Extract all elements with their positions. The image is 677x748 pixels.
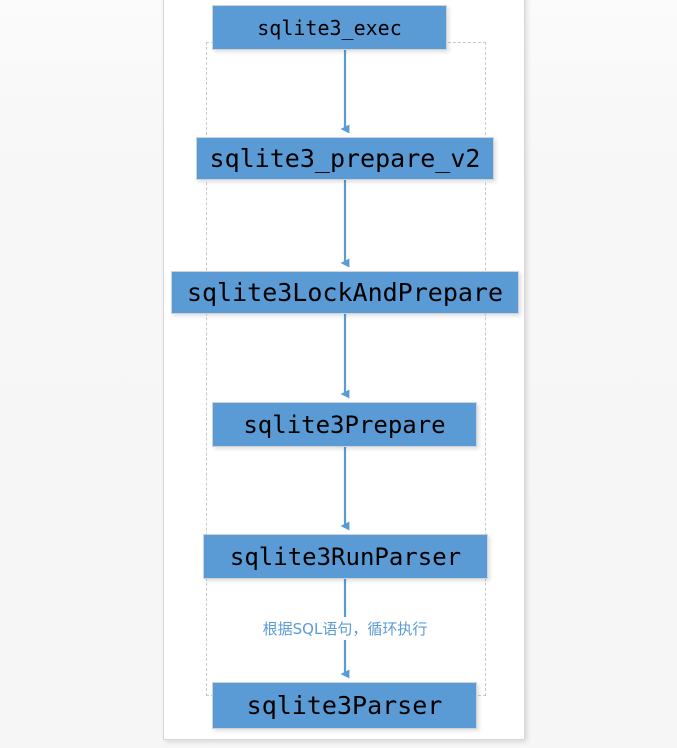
diagram-canvas[interactable]: sqlite3_exec sqlite3_prepare_v2 sqlite3L… bbox=[163, 0, 525, 740]
node-sqlite3-prepare[interactable]: sqlite3Prepare bbox=[212, 402, 477, 447]
flowchart: sqlite3_exec sqlite3_prepare_v2 sqlite3L… bbox=[164, 0, 524, 739]
node-label: sqlite3RunParser bbox=[229, 542, 462, 571]
node-label: sqlite3_prepare_v2 bbox=[209, 144, 481, 173]
node-sqlite3-lock-and-prepare[interactable]: sqlite3LockAndPrepare bbox=[171, 271, 519, 314]
node-label: sqlite3Prepare bbox=[243, 410, 446, 439]
edge-label-loop: 根据SQL语句，循环执行 bbox=[220, 617, 470, 640]
node-label: sqlite3LockAndPrepare bbox=[186, 278, 504, 307]
node-label: sqlite3_exec bbox=[257, 15, 402, 40]
node-label: sqlite3Parser bbox=[246, 691, 443, 720]
node-sqlite3-prepare-v2[interactable]: sqlite3_prepare_v2 bbox=[196, 137, 494, 180]
node-sqlite3-parser[interactable]: sqlite3Parser bbox=[212, 682, 477, 729]
node-sqlite3-exec[interactable]: sqlite3_exec bbox=[212, 5, 447, 50]
node-sqlite3-run-parser[interactable]: sqlite3RunParser bbox=[203, 534, 488, 579]
